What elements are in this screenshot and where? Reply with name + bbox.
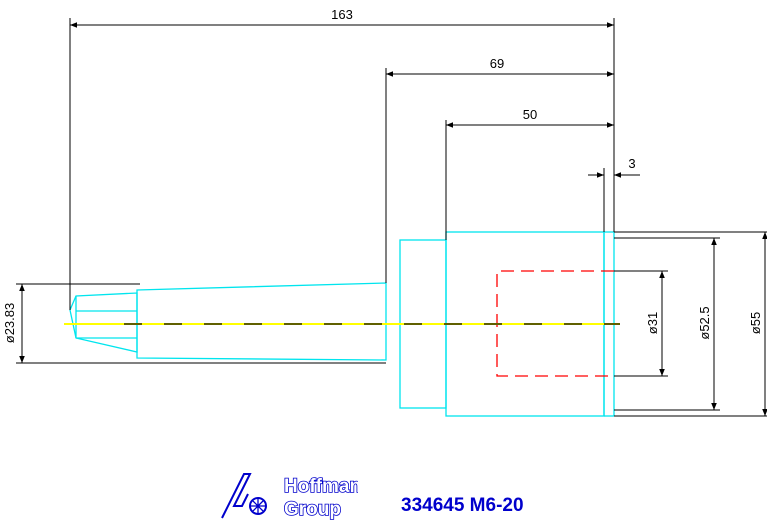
taper-body [136,282,387,361]
brand-line-1: Hoffmann [284,476,358,497]
logo-mark-icon [221,473,267,519]
dim-label-23-83: ø23.83 [2,303,17,343]
shank-tip [69,292,138,353]
dim-label-3: 3 [628,156,635,171]
dim-label-163: 163 [331,7,353,22]
dim-label-31: ø31 [645,312,660,334]
dimensions [16,18,767,417]
dim-label-50: 50 [523,107,537,122]
hoffmann-group-logo: Hoffmann Group [221,473,358,520]
part-number: 334645 M6-20 [401,495,524,516]
brand-line-2: Group [284,499,341,520]
dim-label-52-5: ø52.5 [697,306,712,339]
dim-label-55: ø55 [748,312,763,334]
dim-label-69: 69 [490,56,504,71]
